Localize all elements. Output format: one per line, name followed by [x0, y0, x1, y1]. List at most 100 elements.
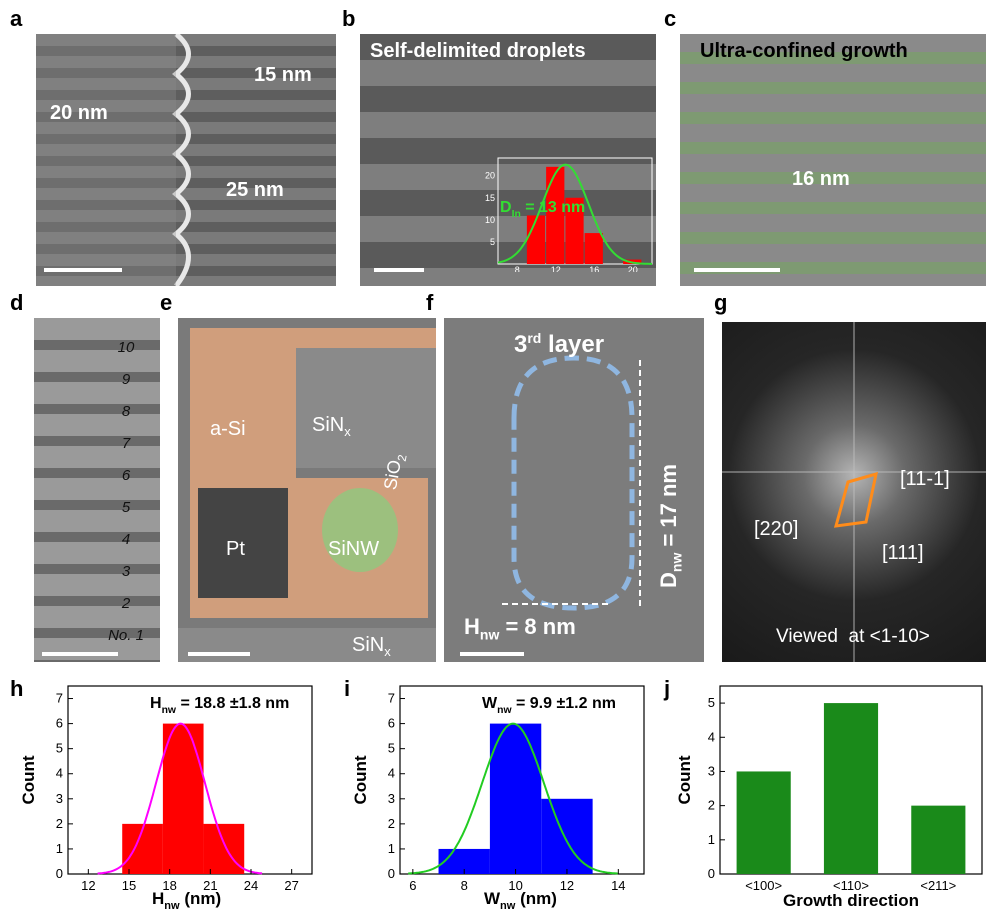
x-tick-label: 24	[244, 878, 258, 893]
dim-label: 16 nm	[792, 168, 850, 190]
bar	[736, 771, 791, 874]
layer-number: 6	[121, 467, 131, 484]
inset-bar	[526, 215, 546, 264]
sinw-label: SiNW	[328, 538, 380, 560]
index-220-label: [220]	[754, 518, 799, 540]
sinx-top-main: SiN	[312, 414, 345, 436]
panel-label-b: b	[342, 6, 356, 31]
x-tick-label: <211>	[920, 878, 956, 893]
sinx-bot-sub: x	[384, 644, 391, 659]
inset-x-tick: 20	[628, 265, 638, 272]
x-axis-label: Growth direction	[783, 891, 919, 910]
layer-tail: layer	[541, 331, 605, 358]
x-axis-label: Hnw (nm)	[152, 889, 221, 912]
chart-annotation: Wnw = 9.9 ±1.2 nm	[482, 695, 616, 716]
sinx-top-sub: x	[344, 424, 351, 439]
fft-pattern-g: [11-1] [220] [111] Viewed at <1-10>	[722, 322, 986, 662]
panel-label-g: g	[714, 290, 728, 315]
y-tick-label: 7	[56, 691, 63, 706]
pt-label: Pt	[226, 538, 245, 560]
y-tick-label: 3	[388, 791, 395, 806]
dim-bottom-label: 25 nm	[226, 179, 284, 201]
x-tick-label: 6	[409, 878, 416, 893]
inset-x-tick: 16	[589, 265, 599, 272]
x-tick-label: 10	[508, 878, 522, 893]
y-tick-label: 3	[56, 791, 63, 806]
y-tick-label: 2	[388, 816, 395, 831]
x-tick-label: 12	[560, 878, 574, 893]
y-tick-label: 5	[708, 695, 715, 710]
hnw-main: H	[464, 614, 480, 639]
tem-image-e: a-Si SiNx SiO2 Pt SiNW SiNx	[178, 318, 436, 662]
y-tick-label: 0	[708, 866, 715, 881]
inset-x-tick: 12	[551, 265, 561, 272]
y-tick-label: 3	[708, 763, 715, 778]
y-tick-label: 5	[388, 741, 395, 756]
dnw-sub: nw	[668, 552, 685, 573]
scale-bar	[44, 268, 122, 272]
layer-main: 3	[514, 331, 528, 358]
hnw-label: Hnw = 8 nm	[464, 614, 576, 642]
panel-b-title: Self-delimited droplets	[370, 40, 586, 62]
sem-image-c: Ultra-confined growth 16 nm	[680, 34, 986, 286]
dnw-label: Dnw = 17 nm	[656, 464, 684, 588]
y-tick-label: 6	[56, 716, 63, 731]
inset-bar	[584, 233, 603, 264]
panel-label-f: f	[426, 290, 434, 315]
y-axis-label: Count	[19, 755, 38, 804]
scale-bar	[42, 652, 118, 656]
inset-x-tick: 8	[515, 265, 520, 272]
chart-annotation: Hnw = 18.8 ±1.8 nm	[150, 695, 289, 716]
layer-number: No. 1	[108, 627, 144, 644]
y-tick-label: 4	[708, 729, 715, 744]
layer-number: 4	[121, 531, 131, 548]
y-axis-label: Count	[351, 755, 370, 804]
inset-y-tick: 15	[485, 193, 495, 203]
y-tick-label: 2	[56, 816, 63, 831]
sinx-bot-label: SiNx	[352, 634, 391, 659]
hnw-tail: = 8 nm	[499, 614, 576, 639]
y-tick-label: 1	[708, 832, 715, 847]
layer-number: 3	[121, 563, 131, 580]
hnw-sub: nw	[479, 626, 500, 643]
x-tick-label: 8	[461, 878, 468, 893]
layer-sup: rd	[527, 330, 542, 346]
dim-width-label: 20 nm	[50, 102, 108, 124]
scale-bar	[460, 652, 524, 656]
bar	[911, 805, 966, 874]
panel-label-i: i	[344, 676, 351, 701]
panel-label-j: j	[664, 676, 671, 701]
layer-number: 5	[121, 499, 131, 516]
layer-number: 7	[121, 435, 131, 452]
x-axis-label: Wnw (nm)	[484, 889, 557, 912]
panel-label-d: d	[10, 290, 24, 315]
index-111-label: [111]	[882, 542, 924, 564]
inset-bar	[565, 197, 584, 264]
histogram-bar	[541, 798, 593, 874]
x-tick-label: 21	[203, 878, 217, 893]
scale-bar	[694, 268, 780, 272]
layer-number: 9	[121, 371, 131, 388]
layer-number: 8	[121, 403, 131, 420]
inset-y-tick: 20	[485, 171, 495, 181]
panel-label-a: a	[10, 6, 23, 31]
inset-y-tick: 5	[490, 237, 495, 247]
sio2-main: SiO	[380, 458, 405, 492]
hrtem-image-f: 3rd layer Dnw = 17 nm Hnw = 8 nm	[444, 318, 704, 662]
sem-image-a: 20 nm 15 nm 25 nm	[36, 34, 336, 286]
dim-top-label: 15 nm	[254, 64, 312, 86]
y-tick-label: 4	[56, 766, 63, 781]
inset-annotation: DIn = 13 nm	[500, 199, 585, 220]
inset-bar	[546, 166, 565, 264]
bar	[823, 703, 879, 874]
scale-bar	[374, 268, 424, 272]
y-tick-label: 1	[56, 841, 63, 856]
panel-label-c: c	[664, 6, 677, 31]
inset-y-tick: 10	[485, 215, 495, 225]
y-tick-label: 4	[388, 766, 395, 781]
scale-bar	[188, 652, 250, 656]
